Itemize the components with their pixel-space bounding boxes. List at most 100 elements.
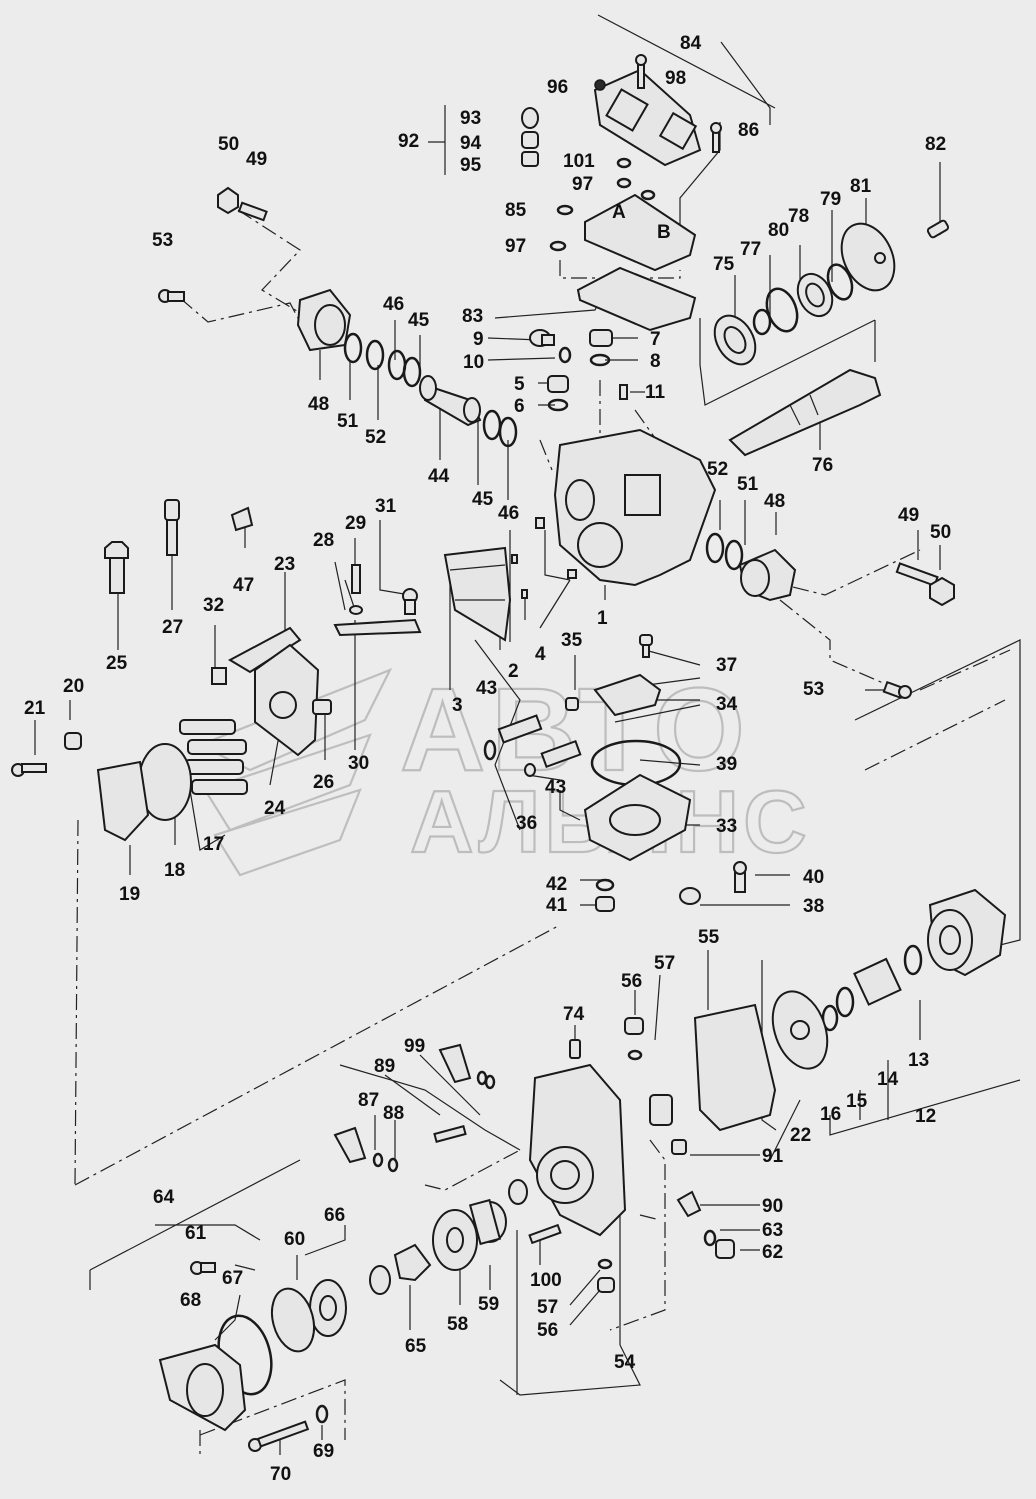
gasket-19 [96, 760, 150, 842]
callout-30: 30 [348, 753, 369, 774]
screw-82 [926, 219, 950, 239]
sleeve-65 [369, 1243, 432, 1295]
callout-56-bottom: 56 [537, 1320, 558, 1341]
ring-42 [595, 878, 615, 892]
fitting-87 [333, 1126, 367, 1164]
screw-53-right [882, 680, 912, 700]
callout-96: 96 [547, 77, 568, 98]
callout-10: 10 [463, 352, 484, 373]
bushing-59 [468, 1198, 507, 1246]
screw-21 [11, 763, 47, 777]
valve-plate-AB: A B [584, 193, 697, 272]
callout-79: 79 [820, 189, 841, 210]
flange-68 [158, 1343, 247, 1432]
callout-44: 44 [428, 466, 450, 487]
fitting-90 [676, 1190, 702, 1218]
callout-21: 21 [24, 698, 46, 719]
callout-93: 93 [460, 108, 481, 129]
callout-19: 19 [119, 884, 140, 905]
ring-6 [547, 398, 569, 412]
callout-76: 76 [812, 455, 833, 476]
ring-13 [903, 944, 923, 976]
seal-66 [309, 1279, 347, 1337]
callout-36: 36 [516, 813, 537, 834]
callout-100: 100 [530, 1270, 562, 1291]
callout-84: 84 [680, 33, 702, 54]
callout-88: 88 [383, 1103, 404, 1124]
callout-80: 80 [768, 220, 789, 241]
callout-82: 82 [925, 134, 946, 155]
pistons-24 [179, 719, 248, 795]
callout-58: 58 [447, 1314, 468, 1335]
piston-48-top [296, 288, 352, 352]
callout-29: 29 [345, 513, 366, 534]
callout-64: 64 [153, 1187, 175, 1208]
callout-labels: 84 96 98 92 93 94 95 86 101 97 85 97 82 … [24, 33, 951, 1485]
callout-99: 99 [404, 1036, 425, 1057]
valve-label-a: A [612, 202, 626, 223]
ring-77 [752, 308, 772, 336]
piston-48-right [738, 548, 797, 602]
callout-74: 74 [563, 1004, 585, 1025]
plug-62 [715, 1239, 735, 1259]
pins-2-4 [511, 517, 577, 599]
callout-8: 8 [650, 351, 661, 372]
callout-66: 66 [324, 1205, 345, 1226]
nut-50-top [217, 186, 239, 215]
callout-25: 25 [106, 653, 128, 674]
spool-44 [419, 375, 482, 427]
callout-97-a: 97 [572, 174, 593, 195]
callout-89: 89 [374, 1056, 395, 1077]
callout-49-top: 49 [246, 149, 267, 170]
callout-48-right: 48 [764, 491, 785, 512]
callout-63: 63 [762, 1220, 783, 1241]
callout-34: 34 [716, 694, 738, 715]
callout-37: 37 [716, 655, 737, 676]
callout-27: 27 [162, 617, 183, 638]
pin-29 [351, 564, 361, 594]
callout-68: 68 [180, 1290, 201, 1311]
callout-3: 3 [452, 695, 463, 716]
housing-1 [553, 428, 717, 587]
bolt-25 [104, 541, 129, 594]
callout-28: 28 [313, 530, 334, 551]
bushing-65b [508, 1179, 528, 1205]
callout-23: 23 [274, 554, 295, 575]
callout-50-top: 50 [218, 134, 239, 155]
callout-16: 16 [820, 1104, 841, 1125]
callout-51-top: 51 [337, 411, 359, 432]
callout-75: 75 [713, 254, 735, 275]
callout-18: 18 [164, 860, 185, 881]
bolt-70 [248, 1420, 310, 1452]
callout-38: 38 [803, 896, 824, 917]
bolt-56-top [624, 1017, 644, 1035]
bolt-61 [190, 1261, 216, 1275]
callout-81: 81 [850, 176, 872, 197]
callout-86: 86 [738, 120, 759, 141]
ring-8 [589, 353, 611, 367]
lever-30 [333, 618, 422, 637]
callout-20: 20 [63, 676, 84, 697]
block-26 [254, 643, 320, 757]
callout-17: 17 [203, 834, 224, 855]
callout-1: 1 [597, 608, 608, 629]
callout-101: 101 [563, 151, 595, 172]
screw-100 [528, 1223, 562, 1245]
callout-42: 42 [546, 874, 567, 895]
o-rings-top [549, 157, 656, 252]
callout-13: 13 [908, 1050, 929, 1071]
callout-56-top: 56 [621, 971, 642, 992]
ring-79 [826, 263, 854, 301]
key-47 [230, 506, 254, 532]
callout-32: 32 [203, 595, 224, 616]
nut-50-right [929, 576, 955, 607]
callout-46-top: 46 [383, 294, 404, 315]
plate-22 [771, 990, 829, 1070]
arm-23 [227, 626, 302, 674]
callout-85: 85 [505, 200, 527, 221]
valve-label-b: B [657, 222, 671, 243]
stud-49-top [237, 201, 268, 222]
callout-45-top: 45 [408, 310, 430, 331]
screw-53-top [158, 289, 185, 303]
callout-78: 78 [788, 206, 809, 227]
